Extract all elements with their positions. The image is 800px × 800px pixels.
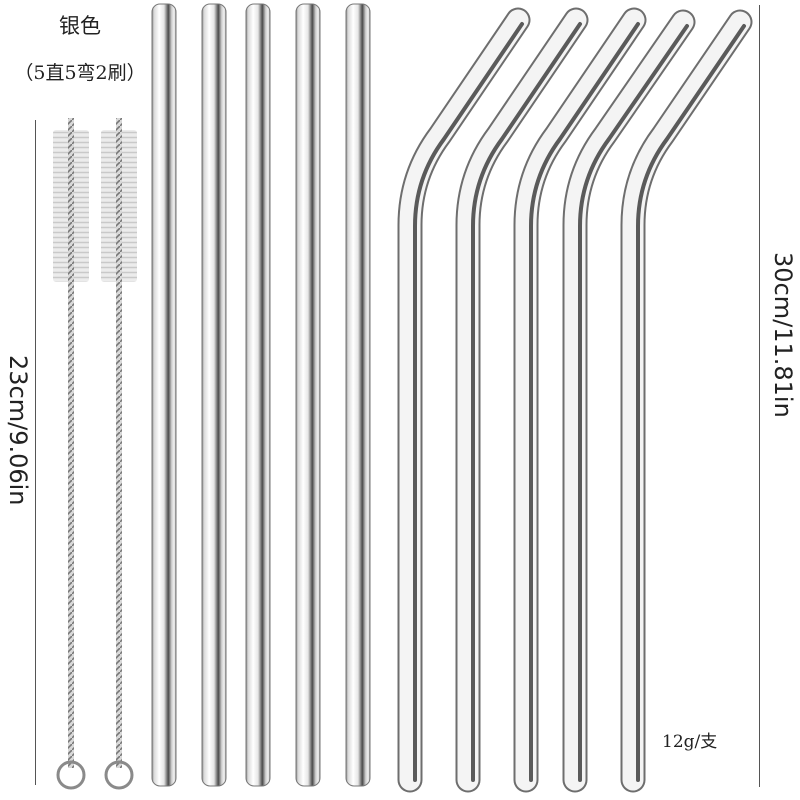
bent-straw-1 — [397, 7, 531, 793]
color-label: 银色 — [59, 14, 101, 38]
bent-straw-4 — [562, 9, 696, 793]
bent-straw-2 — [455, 7, 589, 793]
brush-length-label: 23cm/9.06in — [4, 355, 32, 506]
cleaning-brush-2 — [101, 118, 137, 790]
straight-straw-3 — [245, 3, 271, 787]
bent-straw-5 — [620, 9, 753, 793]
brush-length-line — [35, 120, 36, 785]
set-contents-label: （5直5弯2刷） — [14, 62, 146, 84]
bent-straw-3 — [513, 7, 647, 793]
straight-straw-5 — [345, 3, 371, 787]
bent-straws — [397, 7, 753, 793]
straw-length-line — [759, 5, 760, 787]
straight-straw-1 — [151, 3, 177, 787]
straw-length-label: 30cm/11.81in — [769, 252, 797, 418]
weight-label: 12g/支 — [662, 732, 718, 752]
cleaning-brush-1 — [53, 118, 89, 790]
straight-straw-2 — [201, 3, 227, 787]
straight-straw-4 — [295, 3, 321, 787]
straight-straws — [151, 3, 371, 787]
